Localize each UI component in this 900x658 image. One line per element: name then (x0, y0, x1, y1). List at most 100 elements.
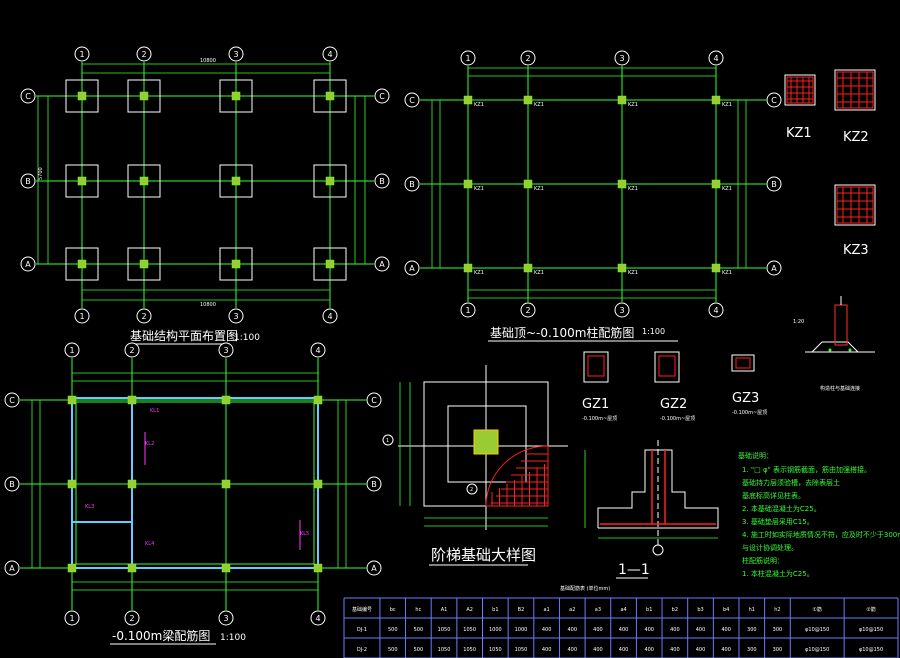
axis-bubble-B-left-label: B (409, 180, 415, 189)
beam-perimeter (71, 397, 319, 569)
column-square (231, 91, 241, 101)
kz2-outline (834, 69, 876, 111)
axis-bubble-B-right-label: B (379, 177, 385, 186)
axis-bubble-C-left (404, 92, 420, 108)
table-cell: 1050 (463, 647, 476, 653)
axis-bubble-3-top (228, 46, 244, 62)
axis-bubble-3-top-label: 3 (233, 50, 238, 59)
table-cell: 1050 (438, 627, 451, 633)
axis-bubble-B-left (20, 173, 36, 189)
axis-bubble-A-left-label: A (25, 260, 31, 269)
axis-bubble-4-bottom-label: 4 (315, 614, 320, 623)
kz2-label: KZ2 (843, 130, 869, 145)
axis-bubble-B-right-label: B (371, 480, 377, 489)
column-square (67, 395, 77, 405)
table-header-cell: A1 (441, 607, 448, 613)
gz3-label: GZ3 (732, 391, 759, 406)
column-square (313, 479, 323, 489)
axis-bubble-1-bottom (460, 302, 476, 318)
notes-line: 与设计协调处理。 (742, 543, 798, 552)
beam-plan-scale: 1:100 (220, 633, 246, 643)
gz1-label: GZ1 (582, 397, 609, 412)
axis-bubble-A-left (20, 256, 36, 272)
footing-outline (219, 164, 253, 198)
beam-annotation: KL4 (145, 541, 154, 547)
table-cell: 400 (567, 647, 577, 653)
axis-bubble-4-bottom (708, 302, 724, 318)
column-square (711, 263, 721, 273)
column-tag: KZ1 (534, 186, 544, 192)
table-cell: 500 (388, 647, 398, 653)
axis-bubble-2-bottom-label: 2 (141, 312, 146, 321)
column-square (139, 259, 149, 269)
column-plan-scale: 1:100 (642, 327, 665, 336)
footing-outline (65, 164, 99, 198)
axis-bubble-A-right-label: A (379, 260, 385, 269)
notes-line: 2. 本基础混凝土为C25。 (742, 504, 821, 513)
axis-bubble-B-left (4, 476, 20, 492)
axis-bubble-A-right (374, 256, 390, 272)
column-square (711, 179, 721, 189)
axis-bubble-2-top-label: 2 (129, 346, 134, 355)
axis-bubble-B-right-label: B (771, 180, 777, 189)
footing-outline (313, 79, 347, 113)
beam-inner (75, 401, 315, 565)
marker-1-label: 1 (386, 438, 389, 444)
table-cell: 500 (414, 627, 424, 633)
column-tag: KZ1 (722, 102, 732, 108)
column-square (711, 95, 721, 105)
axis-bubble-3-top-label: 3 (619, 54, 624, 63)
table-header-cell: h1 (749, 607, 755, 613)
detail-note-text: 1:20 (793, 319, 804, 325)
table-header-cell: a4 (620, 607, 626, 613)
axis-bubble-3-top-label: 3 (223, 346, 228, 355)
table-cell: 1000 (515, 627, 528, 633)
table-cell: 1000 (489, 627, 502, 633)
axis-bubble-2-top-label: 2 (525, 54, 530, 63)
notes-line: 基础持力层须验槽，去除表层土 (742, 478, 840, 487)
footing-step (447, 405, 527, 483)
table-header-cell: a1 (543, 607, 549, 613)
step-footing-title: 阶梯基础大样图 (431, 546, 536, 564)
table-cell: 500 (388, 627, 398, 633)
table-cell: 400 (567, 627, 577, 633)
axis-bubble-3-bottom (614, 302, 630, 318)
column-square (523, 95, 533, 105)
column-square (221, 479, 231, 489)
gz2-note: -0.100m~屋顶 (660, 416, 695, 422)
axis-bubble-4-top (310, 342, 326, 358)
axis-bubble-A-right (366, 560, 382, 576)
column-square (463, 95, 473, 105)
beam-annotation: KL2 (145, 441, 154, 447)
footing-outline (313, 164, 347, 198)
column-tag: KZ1 (474, 186, 484, 192)
axis-bubble-C-left-label: C (9, 396, 15, 405)
notes-block: 基础说明： 1. "□ φ" 表示钢筋截面，筋由加强搭接。 基础持力层须验槽，去… (738, 451, 900, 578)
axis-bubble-2-top (124, 342, 140, 358)
axis-bubble-4-top (322, 46, 338, 62)
axis-bubble-1-bottom (64, 610, 80, 626)
table-cell: 500 (414, 647, 424, 653)
gz1-box (583, 351, 609, 383)
axis-bubble-A-left (4, 560, 20, 576)
table-cell: φ10@150 (859, 647, 883, 653)
axis-bubble-3-top (218, 342, 234, 358)
axis-bubble-B-right (766, 176, 782, 192)
foundation-plan-scale: 1:100 (234, 333, 260, 343)
detail-column (834, 304, 848, 346)
table-header-cell: b3 (697, 607, 703, 613)
axis-bubble-C-right-label: C (771, 96, 777, 105)
column-tag: KZ1 (628, 270, 638, 276)
notes-heading: 基础说明： (738, 451, 773, 460)
table-header-cell: b2 (672, 607, 678, 613)
footing-outline (65, 247, 99, 281)
table-header-cell: a3 (595, 607, 601, 613)
column-square (127, 563, 137, 573)
gz2-box (654, 351, 680, 383)
beam-plan-title: -0.100m梁配筋图 (112, 628, 210, 643)
column-square (617, 263, 627, 273)
step-footing: 1 2 阶梯基础大样图 (382, 365, 568, 566)
table-cell: 1050 (489, 647, 502, 653)
